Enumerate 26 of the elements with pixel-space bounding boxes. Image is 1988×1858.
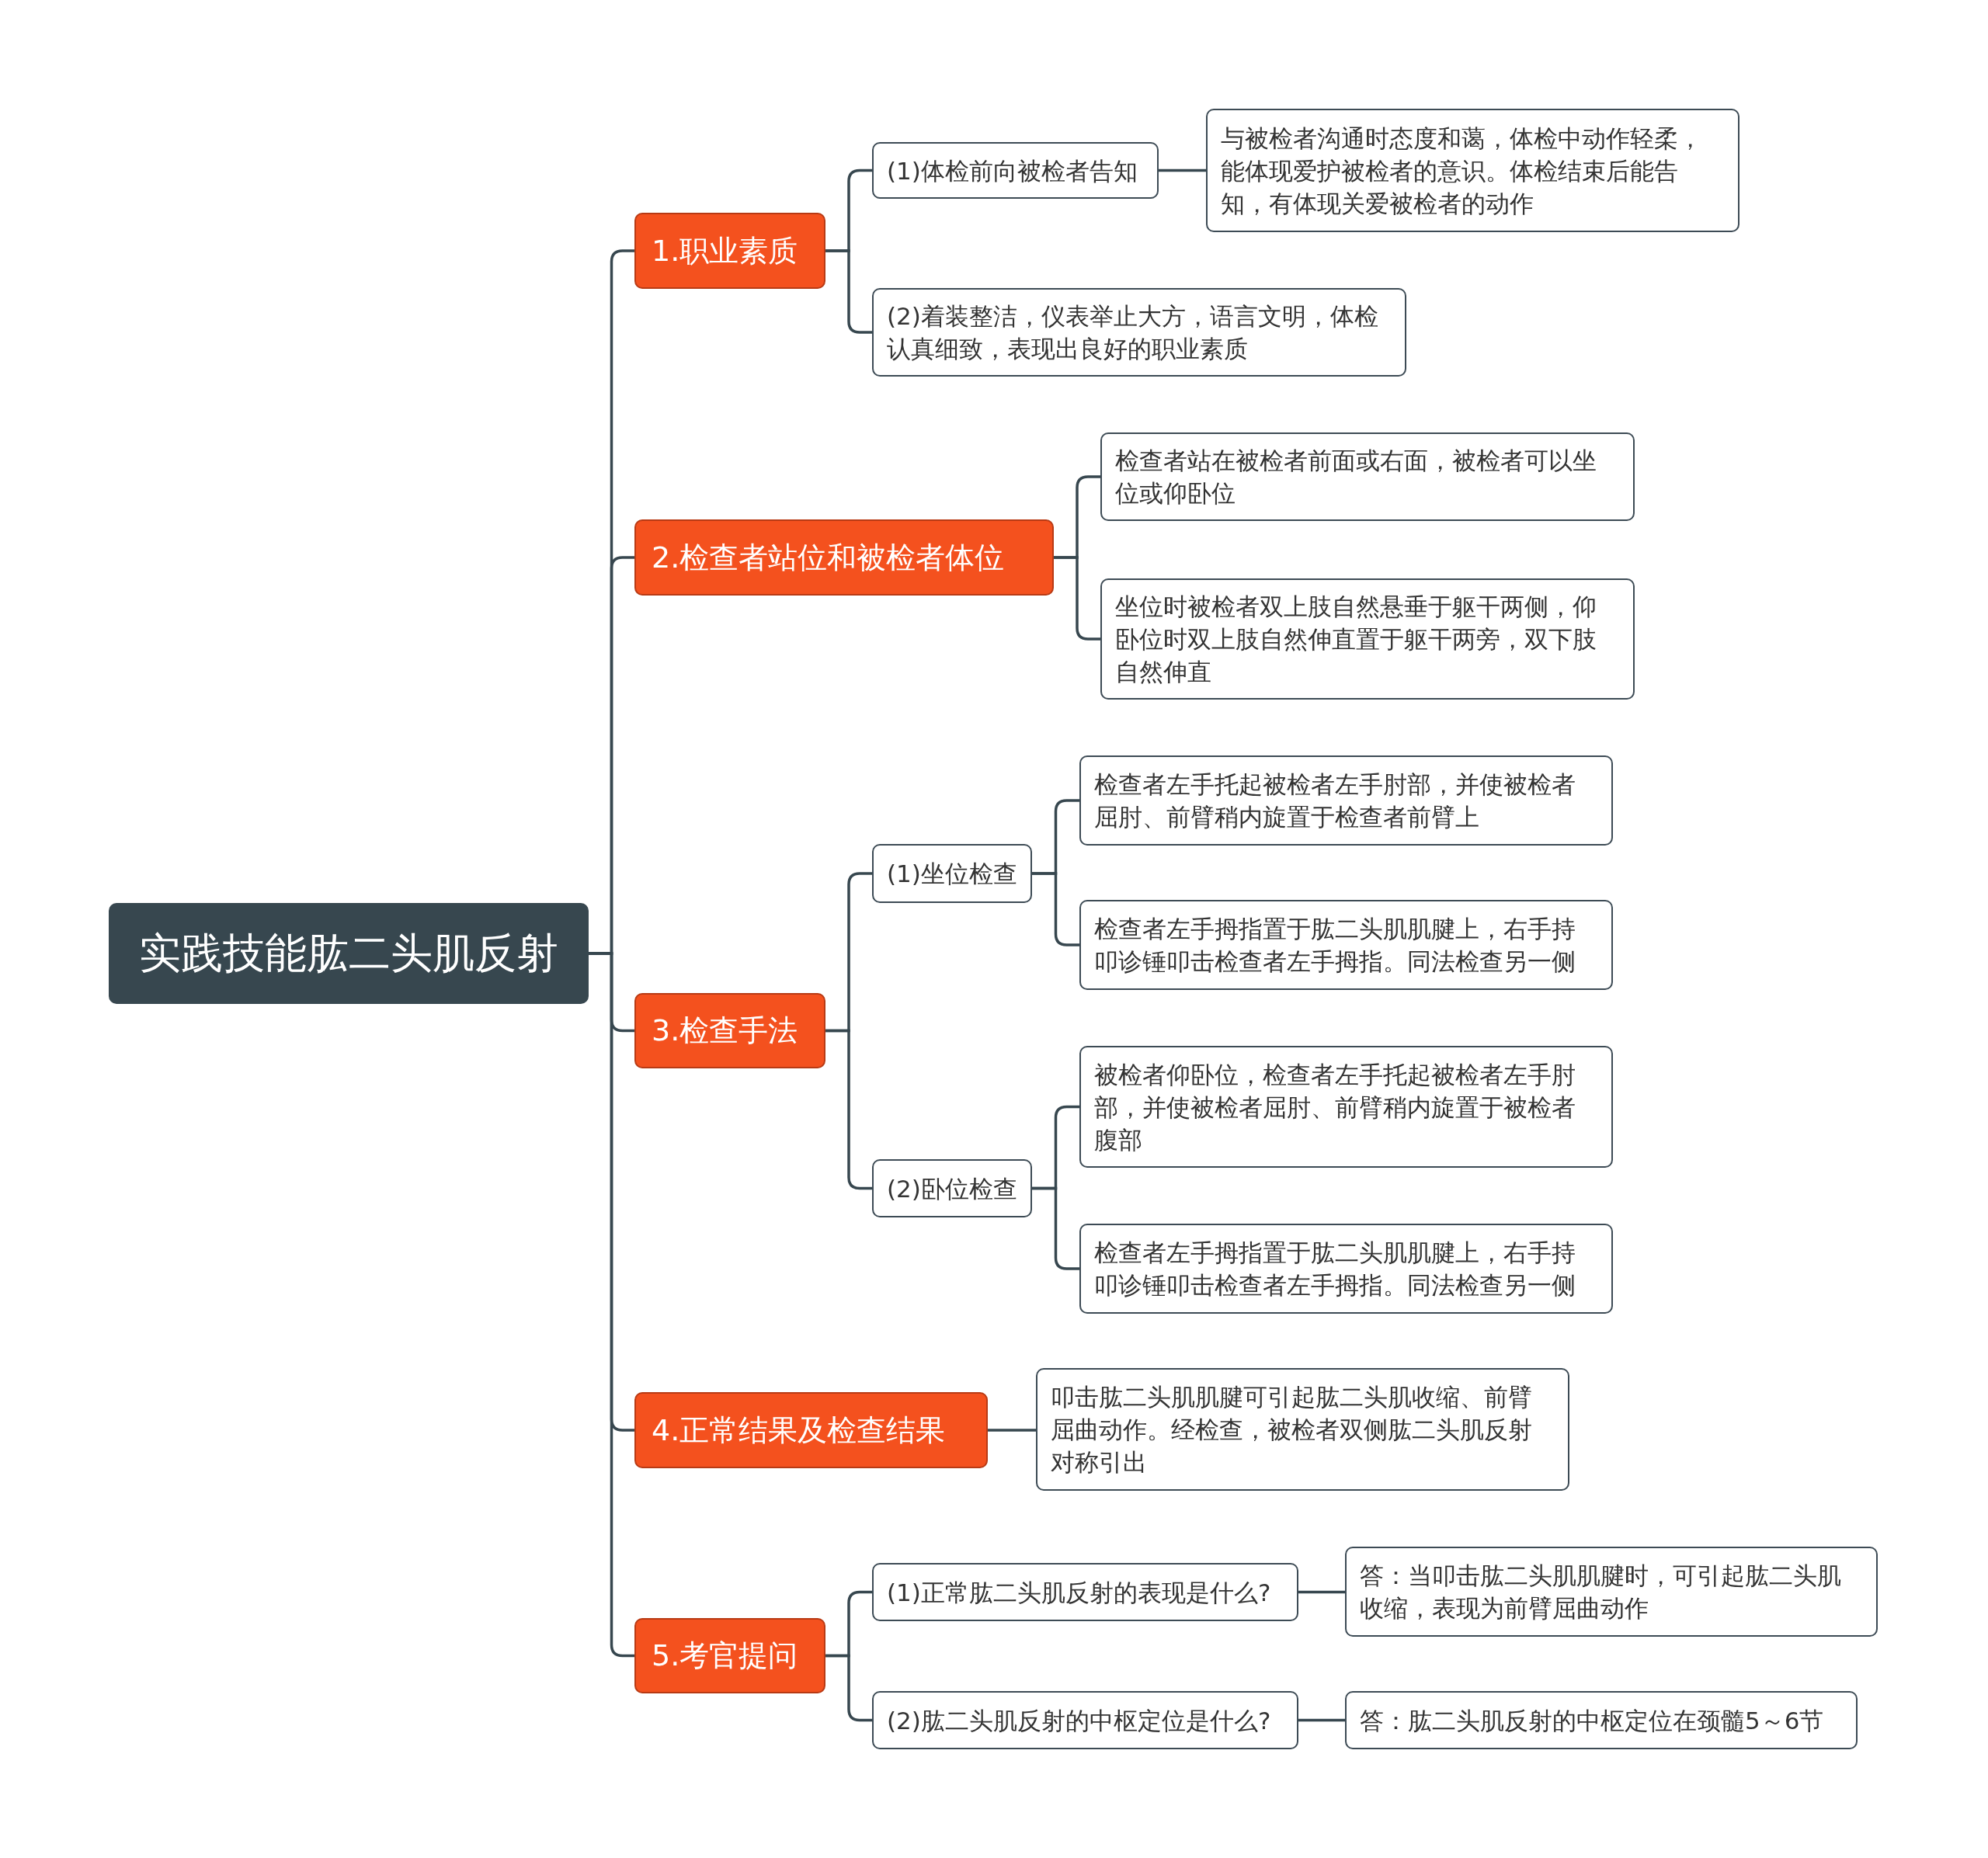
main-branch: 1.职业素质 xyxy=(634,213,825,289)
subtopic-box: (1)体检前向被检者告知 xyxy=(872,142,1159,199)
subtopic-box: 坐位时被检者双上肢自然悬垂于躯干两侧，仰卧位时双上肢自然伸直置于躯干两旁，双下肢自然伸直 xyxy=(1100,578,1635,700)
connector-line xyxy=(1159,168,1206,172)
main-branch: 4.正常结果及检查结果 xyxy=(634,1392,988,1468)
subtopic-box: (2)着装整洁，仪表举止大方，语言文明，体检认真细致，表现出良好的职业素质 xyxy=(872,288,1406,377)
subtopic-box: 检查者左手拇指置于肱二头肌肌腱上，右手持叩诊锤叩击检查者左手拇指。同法检查另一侧 xyxy=(1079,1224,1613,1314)
central-topic: 实践技能肱二头肌反射 xyxy=(109,903,589,1004)
subtopic-box: 叩击肱二头肌肌腱可引起肱二头肌收缩、前臂屈曲动作。经检查，被检者双侧肱二头肌反射对称引出 xyxy=(1036,1368,1569,1491)
main-branch: 3.检查手法 xyxy=(634,993,825,1068)
subtopic-box: 被检者仰卧位，检查者左手托起被检者左手肘部，并使被检者屈肘、前臂稍内旋置于被检者腹部 xyxy=(1079,1046,1613,1168)
subtopic-box: 检查者站在被检者前面或右面，被检者可以坐位或仰卧位 xyxy=(1100,432,1635,521)
connector-line xyxy=(988,1429,1036,1432)
main-branch: 5.考官提问 xyxy=(634,1618,825,1693)
subtopic-box: 答：肱二头肌反射的中枢定位在颈髓5～6节 xyxy=(1345,1691,1858,1749)
subtopic-box: (1)正常肱二头肌反射的表现是什么? xyxy=(872,1563,1298,1621)
subtopic-box: 检查者左手拇指置于肱二头肌肌腱上，右手持叩诊锤叩击检查者左手拇指。同法检查另一侧 xyxy=(1079,900,1613,990)
connector-line xyxy=(1298,1590,1345,1594)
subtopic-box: 答：当叩击肱二头肌肌腱时，可引起肱二头肌收缩，表现为前臂屈曲动作 xyxy=(1345,1547,1878,1637)
main-branch: 2.检查者站位和被检者体位 xyxy=(634,519,1054,596)
subtopic-box: 检查者左手托起被检者左手肘部，并使被检者屈肘、前臂稍内旋置于检查者前臂上 xyxy=(1079,755,1613,846)
subtopic-box: (2)卧位检查 xyxy=(872,1159,1032,1217)
subtopic-box: (1)坐位检查 xyxy=(872,844,1032,903)
subtopic-box: (2)肱二头肌反射的中枢定位是什么? xyxy=(872,1691,1298,1749)
subtopic-box: 与被检者沟通时态度和蔼，体检中动作轻柔，能体现爱护被检者的意识。体检结束后能告知，有体现关爱被检者的动作 xyxy=(1206,109,1740,232)
connector-line xyxy=(1298,1718,1345,1722)
